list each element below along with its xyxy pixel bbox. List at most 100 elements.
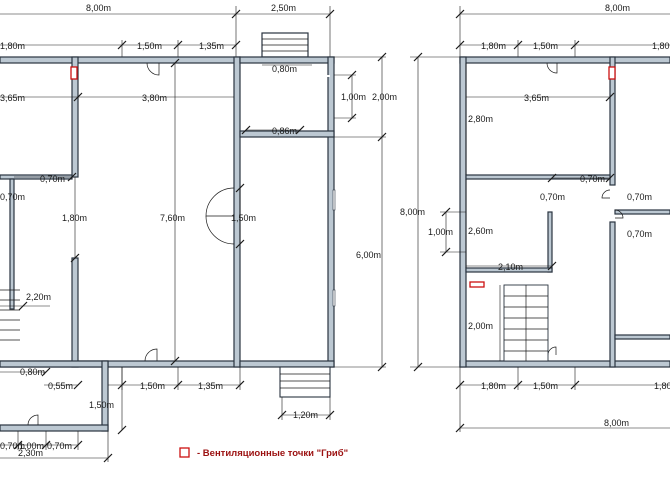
dim-label: 1,20m [293,410,318,420]
dim-partition: 1,80m [62,177,87,263]
ground-floor-plan: 8,00m 2,50m 1,80m 1,50m 1,35m [0,3,397,463]
door-annex [27,414,39,426]
dim-window-side-upper: 1,00m [428,207,466,257]
dim-label: 6,00m [356,250,381,260]
dim-vestibule: 0,80m 0,86m 1,00m 2,00m [241,52,397,142]
vent-point [469,281,485,288]
partition-upper-4 [465,267,553,273]
dim-label: 0,70m [627,192,652,202]
wall-north [0,56,241,64]
dim-label: 1,80m [481,41,506,51]
dim-label: 0,70m [627,229,652,239]
dim-label: 1,00m [341,92,366,102]
wall-terrace-south [239,360,335,368]
dim-terrace-depth: 6,00m [334,137,387,372]
dim-label: 0,80m [272,64,297,74]
vent-point [608,66,616,80]
dim-top-chain: 1,80m 1,50m 1,35m [0,40,241,60]
wall-inner-upper-1 [609,56,616,186]
dim-label: 0,70m [580,174,605,184]
dim-double-door: 1,50m [231,183,256,249]
dim-label: 1,50m [533,381,558,391]
dim-label: 1,50m [533,41,558,51]
wall-annex-east [101,360,109,432]
dim-label: 0,86m [272,126,297,136]
double-door [205,187,235,245]
partition-upper-5 [614,334,670,340]
dim-label: 1,00m [428,227,453,237]
dim-label: 0,70m [540,192,565,202]
dim-label: 0,70m [0,441,25,451]
dim-overall-width: 8,00m [0,3,241,60]
dim-bottom-chain-right: 1,80m 1,50m 1,80m [455,367,670,432]
dim-label: 1,80m [0,41,25,51]
door-upper-2 [601,189,611,199]
dim-label: 1,50m [140,381,165,391]
porch-steps-bottom: 1,20m [277,366,335,420]
dim-label: 1,00m [19,441,44,451]
dim-corridor: 0,70m 0,70m [0,172,77,202]
vent-legend-symbol [179,447,190,458]
legend-label: - Вентиляционные точки "Гриб" [197,448,348,459]
dim-label: 3,65m [524,93,549,103]
dim-label: 8,00m [605,3,630,13]
dim-label: 2,50m [271,3,296,13]
dim-annex-chain: 0,70m 1,00m 0,70m 2,30m [0,431,113,463]
upper-floor-plan: 8,00m 1,80m 1,50m 1,80m [400,3,670,433]
dim-doors-upper: 0,70m 0,70m 0,70m 0,70m [540,173,652,239]
wall-terrace-east [327,56,335,368]
dim-porch-top: 2,50m [236,3,335,60]
dim-room-depth-top: 2,80m [465,63,493,175]
dim-entry-depth: 1,50m [89,367,127,435]
dim-label: 0,70m [47,441,72,451]
dim-label: 1,80m [62,213,87,223]
dim-bottom-small: 0,80m 0,55m [0,367,83,391]
staircase-upper [503,284,549,362]
partition-upper-3 [547,211,553,273]
dim-label: 2,10m [498,262,523,272]
vent-point [70,66,78,80]
dim-label: 2,20m [26,292,51,302]
wall-annex-top [0,360,109,368]
dim-label: 1,50m [137,41,162,51]
wall-vestibule-north [239,56,335,64]
dim-room-width-upper: 3,65m [466,92,615,103]
partition-upper-1 [465,174,611,180]
door-upper-3 [614,209,624,219]
dim-room-widths: 3,65m 3,80m [0,92,234,103]
dim-label: 1,80m [652,41,670,51]
wall-north-upper [459,56,670,64]
dim-room-depth-mid: 2,60m [465,179,493,268]
dim-corridor-upper: 2,10m [466,261,557,272]
dim-label: 8,00m [86,3,111,13]
dim-stair-depth: 2,00m [468,285,501,361]
wall-vestibule-south [239,130,335,138]
dim-overall-width-top: 8,00m [455,3,670,60]
dim-label: 1,80m [654,381,670,391]
wall-east-main [233,56,241,368]
dim-label: 0,55m [48,381,73,391]
partition-stair [9,178,15,310]
dim-label: 3,80m [142,93,167,103]
dim-label: 2,00m [468,321,493,331]
dim-overall-width-bottom: 8,00m [455,418,670,433]
dim-label: 0,70m [0,192,25,202]
staircase: 2,20m [0,289,51,341]
dim-label: 2,30m [18,448,43,458]
dim-label: 1,35m [198,381,223,391]
dim-label: 1,80m [481,381,506,391]
dim-label: 1,50m [231,213,256,223]
door-upper-4 [547,346,557,356]
door-bottom [144,348,158,362]
dim-label: 0,80m [20,367,45,377]
door-upper-1 [546,62,558,74]
wall-inner-2 [71,257,79,368]
dim-hall-depth: 7,60m [160,58,185,366]
dim-label: 8,00m [400,207,425,217]
dim-label: 2,80m [468,114,493,124]
dim-label: 1,35m [199,41,224,51]
wall-annex-bottom [0,424,109,432]
dim-overall-height: 8,00m [400,52,460,372]
legend: - Вентиляционные точки "Гриб" [179,447,348,459]
